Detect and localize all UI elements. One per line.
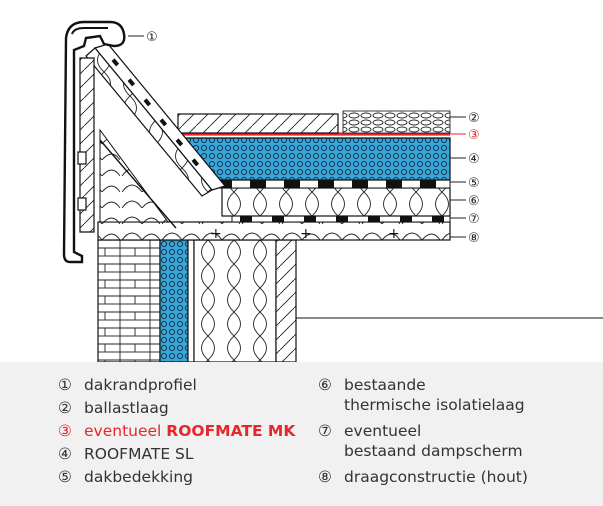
leader-lines [128,35,466,238]
callout-5: ⑤ [468,176,480,191]
callout-4: ④ [468,152,480,167]
sloped-support [99,128,169,223]
ballast-gravel [342,110,451,134]
roof-edge-detail-diagram: + + + [62,20,603,362]
existing-thermal-insulation [221,187,451,217]
wall-insulation [159,239,189,362]
inner-lining [275,239,297,362]
svg-text:+: + [300,226,312,242]
callout-7: ⑦ [468,212,480,227]
callout-6: ⑥ [468,194,480,209]
sloped-edge-block [85,47,213,197]
svg-text:+: + [388,226,400,242]
callout-1: ① [146,30,158,45]
edge-profile [62,20,126,264]
brick-wall-outer [97,239,161,362]
callout-2: ② [468,111,480,126]
callout-8: ⑧ [468,231,480,246]
callout-3: ③ [468,128,480,143]
ballast-tile [177,113,339,134]
inner-wall [187,239,195,362]
edge-batten [79,57,95,233]
svg-text:+: + [210,226,222,242]
mineral-wool-wall [193,239,277,362]
